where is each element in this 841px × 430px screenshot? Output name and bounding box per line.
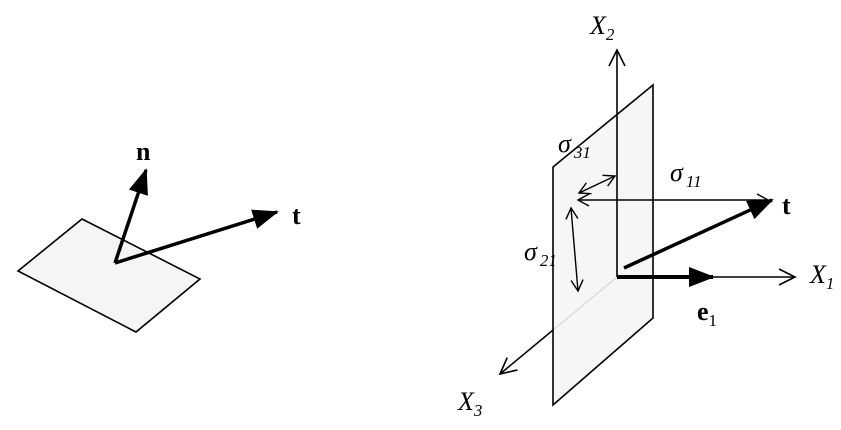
traction-label-right: t xyxy=(782,191,791,220)
cut-plane xyxy=(552,83,654,407)
x1-label: X1 xyxy=(809,260,834,293)
x2-label: X2 xyxy=(589,11,615,44)
traction-label: t xyxy=(292,201,301,230)
normal-label: n xyxy=(136,137,151,166)
traction-vector-t xyxy=(623,198,774,270)
e1-label: e1 xyxy=(697,297,717,330)
surface-plane xyxy=(16,218,202,333)
traction-vector-t xyxy=(114,209,279,265)
sigma31-arrow xyxy=(577,174,617,195)
x3-label: X3 xyxy=(457,387,482,420)
normal-vector-n xyxy=(113,168,148,264)
sigma21-arrow xyxy=(565,206,584,293)
